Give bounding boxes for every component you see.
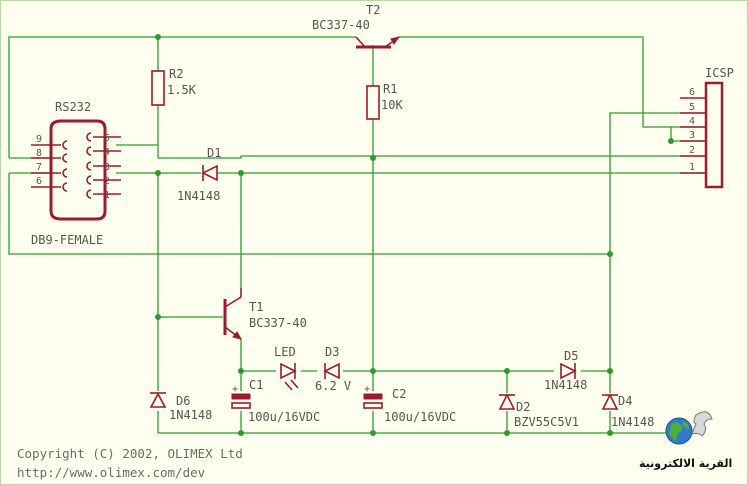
website-url: http://www.olimex.com/dev	[17, 465, 205, 480]
t1-ref: T1	[249, 300, 263, 314]
junction-dot	[504, 430, 510, 436]
wrench-icon	[691, 411, 713, 437]
c2-ref: C2	[392, 387, 406, 401]
c2-value: 100u/16VDC	[384, 410, 456, 424]
zener-d2: D2 BZV55C5V1	[498, 393, 579, 429]
junction-dot	[155, 34, 161, 40]
db9-pin-label: 2	[104, 176, 110, 187]
zener-d3: D3 6.2 V	[315, 345, 351, 393]
junction-dot	[155, 170, 161, 176]
junction-dot	[370, 430, 376, 436]
t2-ref: T2	[366, 3, 380, 17]
junction-dot	[155, 314, 161, 320]
r2-ref: R2	[169, 67, 183, 81]
db9-pin-label: 3	[104, 162, 110, 173]
db9-pin-label: 9	[36, 134, 42, 145]
d6-value: 1N4148	[169, 408, 212, 422]
junction-dot	[668, 138, 674, 144]
r1-ref: R1	[383, 82, 397, 96]
icsp-pin-label: 1	[689, 162, 695, 173]
junction-dot	[238, 170, 244, 176]
d3-value: 6.2 V	[315, 379, 351, 393]
d5-ref: D5	[564, 349, 578, 363]
c1-value: 100u/16VDC	[248, 410, 320, 424]
diode-d6: D6 1N4148	[149, 392, 212, 422]
junction-dot	[607, 251, 613, 257]
capacitor-c1: + C1 100u/16VDC	[231, 378, 320, 424]
icsp-title: ICSP	[705, 66, 734, 80]
resistor-r2: R2 1.5K	[151, 67, 197, 106]
transistor-t2: T2 BC337-40	[312, 3, 401, 49]
junction-dot	[607, 368, 613, 374]
globe-land-shape	[669, 422, 683, 441]
d1-value: 1N4148	[177, 189, 220, 203]
c2-plus: +	[364, 384, 370, 395]
transistor-t1: T1 BC337-40	[223, 288, 307, 340]
junction-dot	[370, 155, 376, 161]
db9-pin-label: 7	[36, 162, 42, 173]
db9-pin-label: 5	[104, 133, 110, 144]
db9-pin-label: 8	[36, 148, 42, 159]
junctions	[155, 34, 674, 436]
d2-ref: D2	[516, 400, 530, 414]
copyright-text: Copyright (C) 2002, OLIMEX Ltd	[17, 446, 243, 461]
d6-ref: D6	[176, 394, 190, 408]
led-diode: LED	[274, 345, 299, 391]
c1-plus: +	[232, 384, 238, 395]
site-logo: القرية الالكترونية	[639, 411, 732, 470]
capacitor-c2: + C2 100u/16VDC	[363, 384, 456, 424]
led-ref: LED	[274, 345, 296, 359]
d5-value: 1N4148	[544, 378, 587, 392]
db9-pin-label: 6	[36, 176, 42, 187]
junction-dot	[238, 430, 244, 436]
junction-dot	[607, 430, 613, 436]
icsp-pin-label: 2	[689, 145, 695, 156]
r2-value: 1.5K	[167, 83, 197, 97]
db9-pin-label: 1	[104, 190, 110, 201]
logo-text: القرية الالكترونية	[639, 457, 732, 470]
d3-ref: D3	[325, 345, 339, 359]
rs232-title: RS232	[55, 100, 91, 114]
globe-land-shape	[683, 421, 689, 429]
db9-part-label: DB9-FEMALE	[31, 233, 103, 247]
d1-ref: D1	[207, 146, 221, 160]
diode-d1: D1 1N4148	[177, 146, 221, 203]
wires	[8, 36, 706, 434]
icsp-pin-label: 5	[689, 102, 695, 113]
t1-value: BC337-40	[249, 316, 307, 330]
icsp-pin-label: 4	[689, 116, 695, 127]
db9-connector: RS232 9 8 7 6 5 4 3 2 1 DB9-FEMALE	[31, 100, 121, 247]
diode-d4: D4 1N4148	[601, 393, 654, 429]
icsp-pin-label: 3	[689, 130, 695, 141]
diode-d5: D5 1N4148	[544, 349, 587, 392]
t2-value: BC337-40	[312, 18, 370, 32]
junction-dot	[370, 368, 376, 374]
icsp-connector: ICSP 6 5 4 3 2 1	[680, 66, 734, 189]
junction-dot	[238, 368, 244, 374]
d4-ref: D4	[618, 394, 632, 408]
junction-dot	[504, 368, 510, 374]
icsp-pin-label: 6	[689, 87, 695, 98]
c1-ref: C1	[249, 378, 263, 392]
d2-value: BZV55C5V1	[514, 415, 579, 429]
d4-value: 1N4148	[611, 415, 654, 429]
r1-value: 10K	[381, 98, 403, 112]
resistor-r1: R1 10K	[366, 82, 403, 120]
db9-pin-label: 4	[104, 147, 110, 158]
